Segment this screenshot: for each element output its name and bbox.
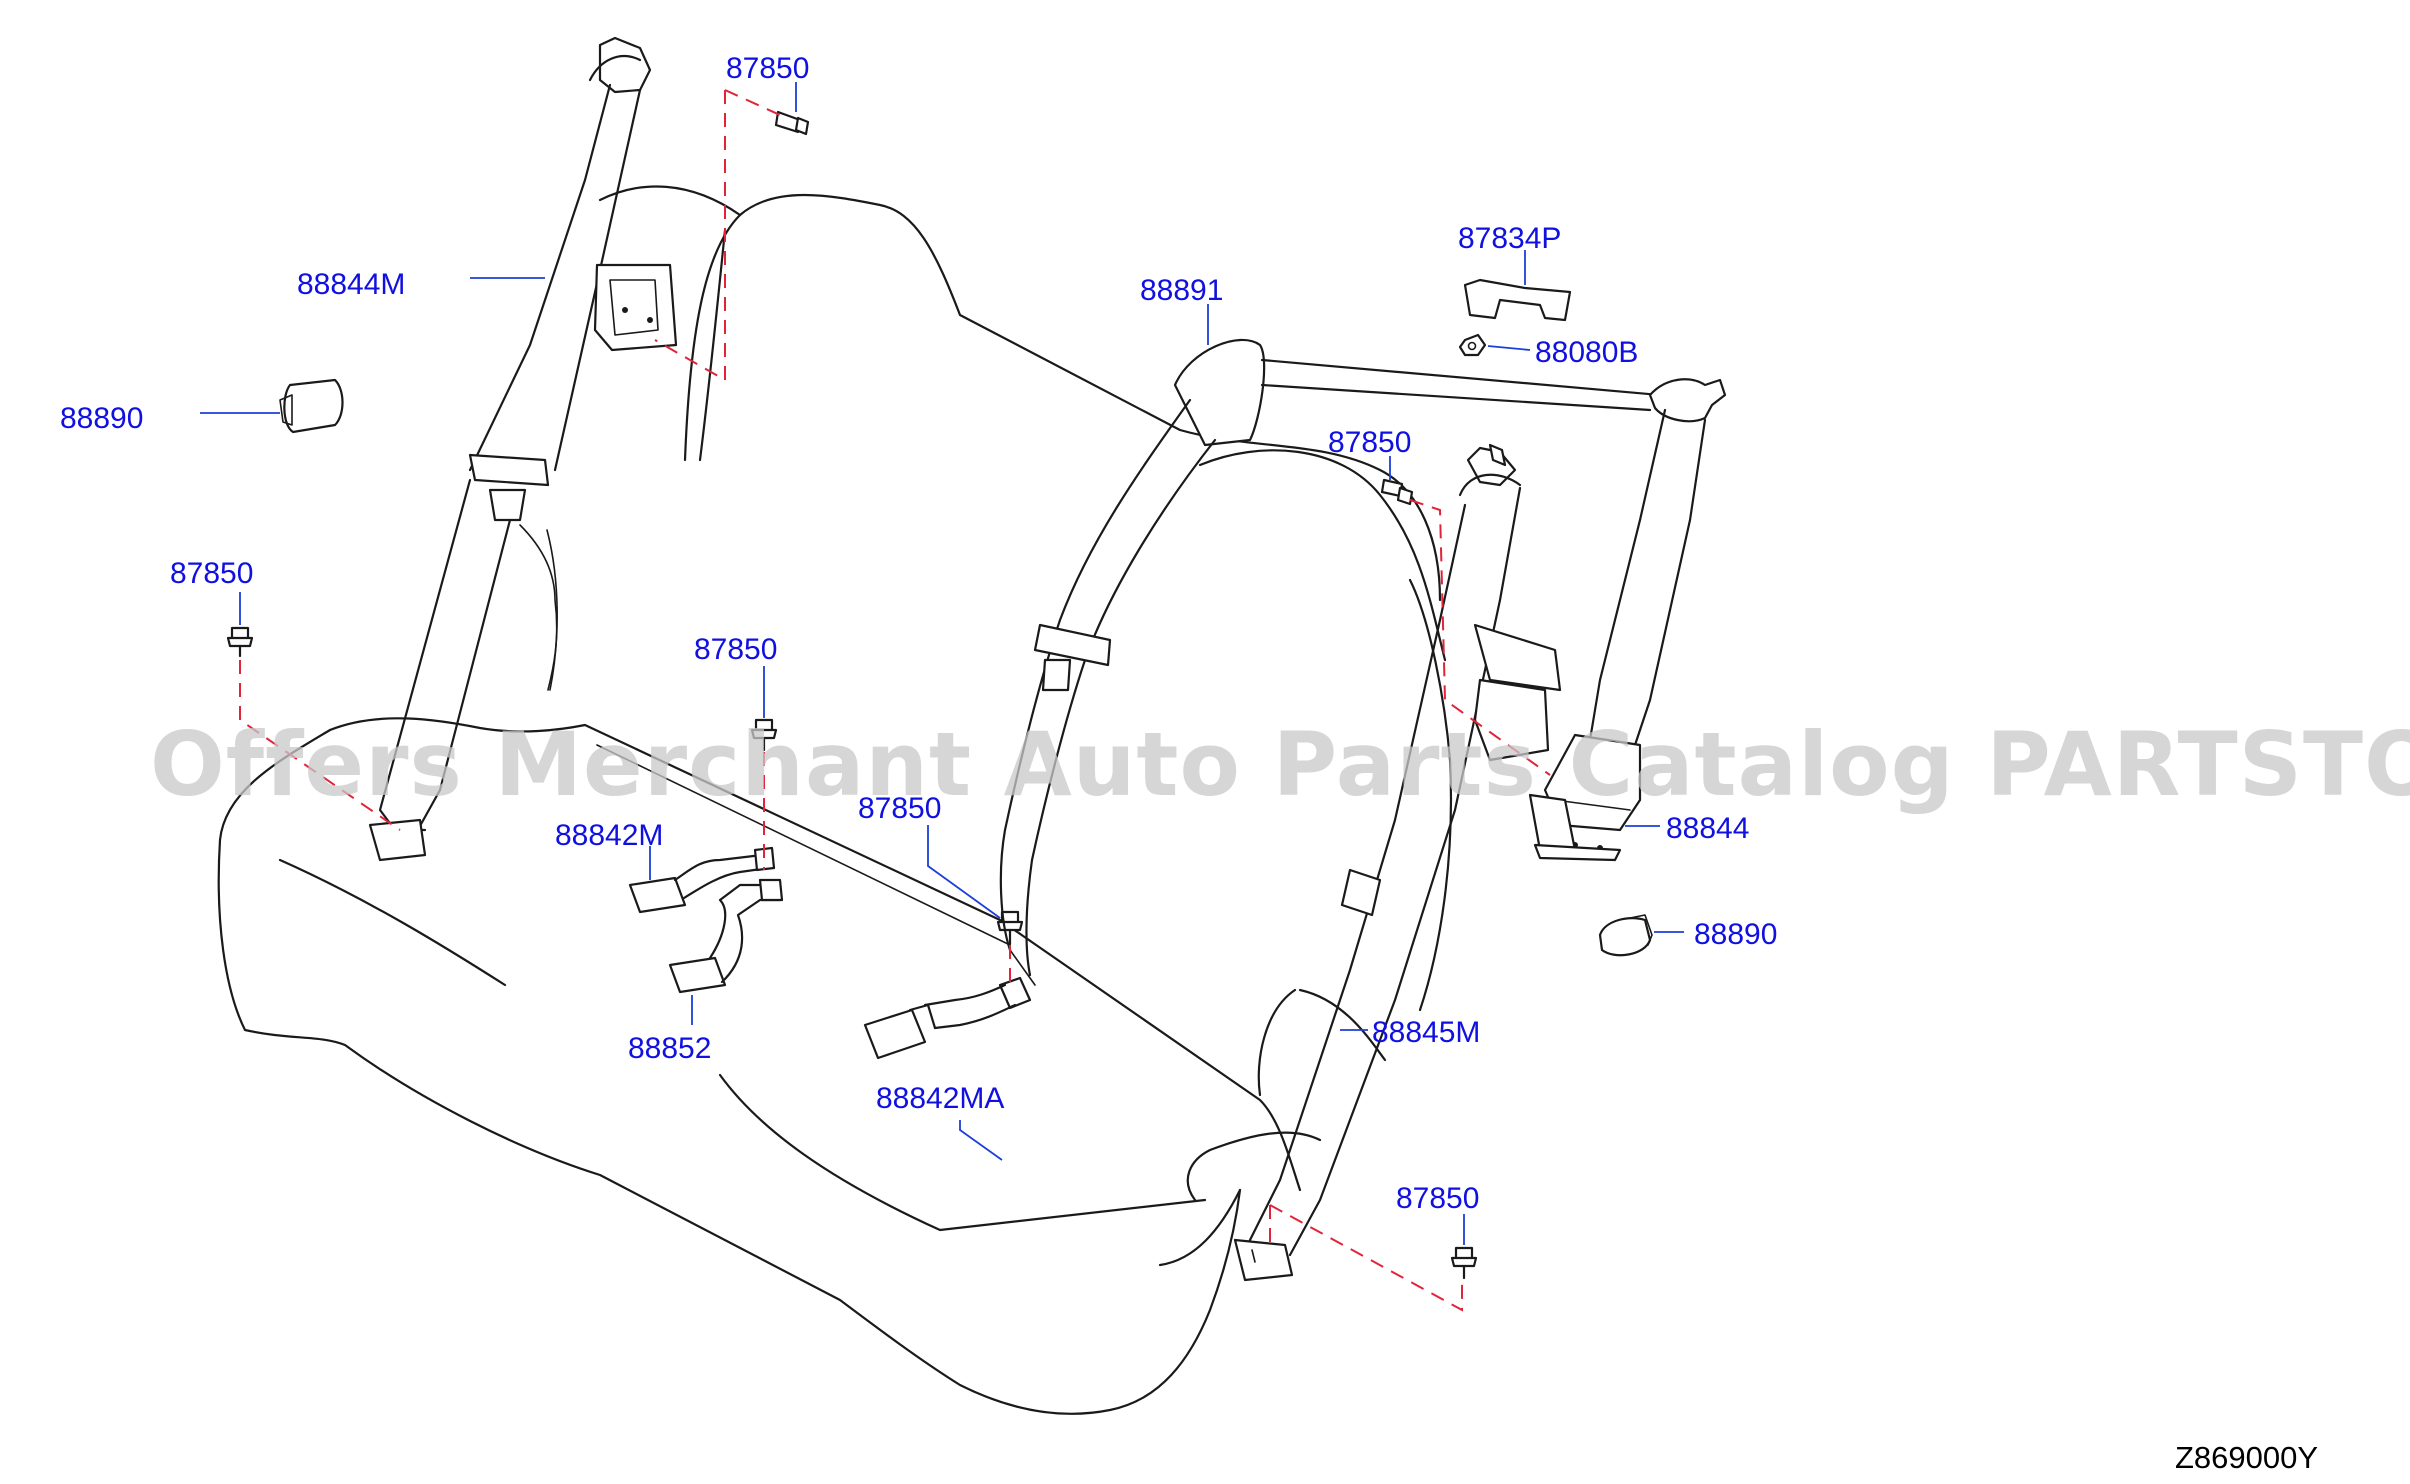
- bolt-87850-bottom: [1450, 1246, 1478, 1280]
- part-label-88891: 88891: [1140, 274, 1223, 307]
- bolt-87850-center: [750, 718, 778, 752]
- part-label-87850-bottom: 87850: [1396, 1182, 1479, 1215]
- leader-lines: [200, 82, 1684, 1245]
- part-label-88852: 88852: [628, 1032, 711, 1065]
- watermark-text: Offers Merchant Auto Parts Catalog PARTS…: [150, 713, 2410, 816]
- part-label-88844: 88844: [1666, 812, 1749, 845]
- right-shoulder-belt-88845M: [1233, 443, 1562, 1282]
- part-label-87850-center: 87850: [694, 633, 777, 666]
- part-label-88845M: 88845M: [1372, 1016, 1480, 1049]
- bracket-87834P: [1463, 278, 1572, 322]
- part-label-88080B: 88080B: [1535, 336, 1638, 369]
- left-shoulder-belt-88844M: [368, 36, 678, 862]
- bolt-87850-top: [774, 110, 810, 136]
- nut-88080B: [1458, 333, 1487, 357]
- diagram-code: Z869000Y: [2175, 1440, 2318, 1475]
- part-labels: 87850 88844M 88890 87850 87850 88842M 88…: [60, 52, 1777, 1215]
- part-label-88842M: 88842M: [555, 819, 663, 852]
- part-label-88842MA: 88842MA: [876, 1082, 1004, 1115]
- right-cap-88890: [1598, 914, 1653, 957]
- center-belt-88891-88842MA: [863, 339, 1266, 1060]
- part-label-88890-right: 88890: [1694, 918, 1777, 951]
- bolt-87850-right: [1380, 478, 1414, 506]
- right-retractor-88844: [1528, 378, 1727, 862]
- bolt-87850-left: [226, 626, 254, 658]
- top-strap: [1260, 358, 1662, 412]
- bolt-87850-mid: [996, 910, 1024, 946]
- installation-guides: [239, 89, 1551, 1312]
- part-label-88890-left: 88890: [60, 402, 143, 435]
- part-label-88844M: 88844M: [297, 268, 405, 301]
- part-label-87850-top: 87850: [726, 52, 809, 85]
- part-label-87850-left: 87850: [170, 557, 253, 590]
- part-label-87834P: 87834P: [1458, 222, 1561, 255]
- center-buckles-88842M-88852: [628, 846, 784, 994]
- left-cap-88890: [279, 378, 344, 434]
- part-label-87850-right: 87850: [1328, 426, 1411, 459]
- part-label-87850-mid: 87850: [858, 792, 941, 825]
